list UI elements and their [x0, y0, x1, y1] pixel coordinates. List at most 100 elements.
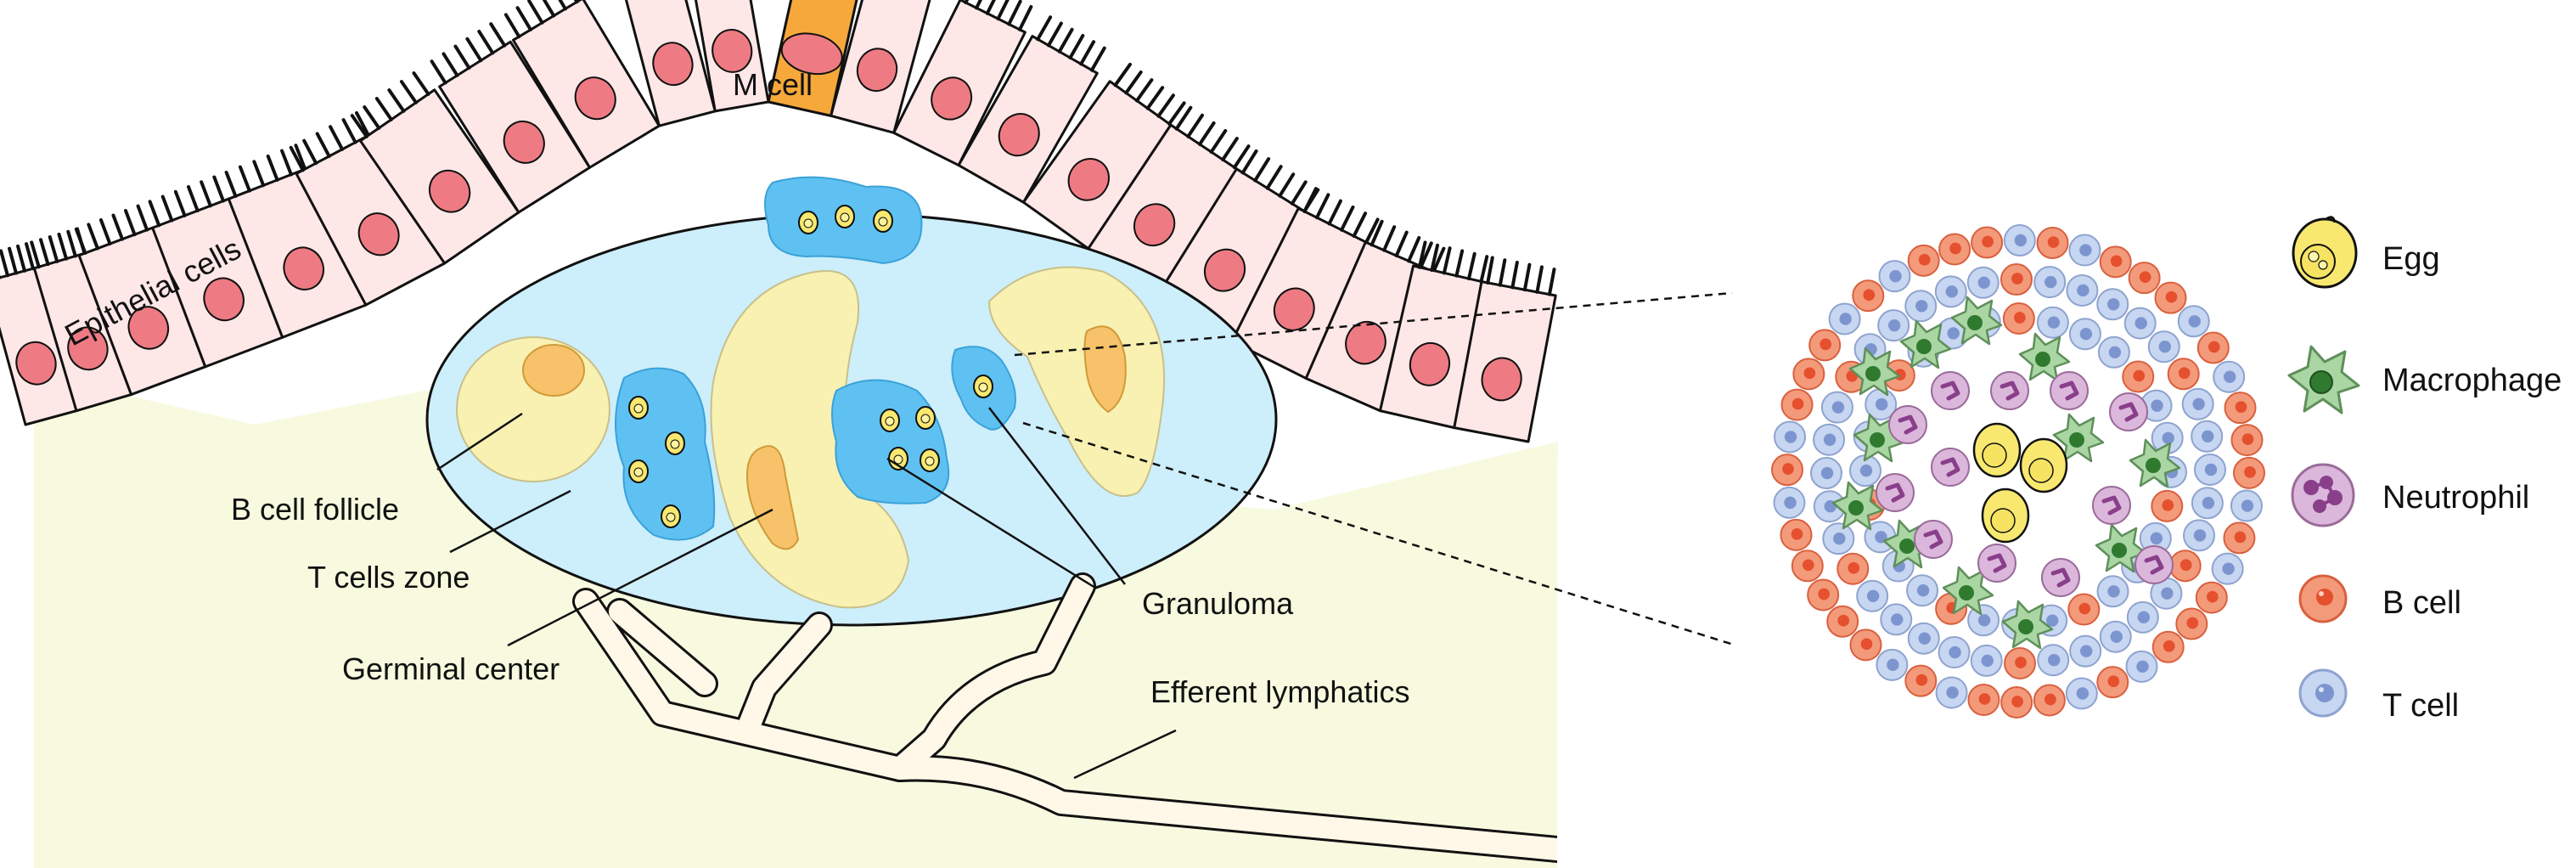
t-cell [2230, 489, 2263, 522]
b-cell [1792, 358, 1825, 391]
germinal-center-right [1083, 325, 1127, 414]
b-cell [2000, 685, 2033, 719]
t-cell [1966, 266, 1999, 299]
legend-label-macrophage: Macrophage [2382, 363, 2562, 398]
epithelial-cell [289, 110, 447, 307]
egg [1972, 422, 2022, 478]
neutrophil [2041, 558, 2080, 597]
t-cell [1970, 644, 2003, 677]
macrophage [1950, 296, 2003, 346]
t-cell [2140, 389, 2173, 422]
b-cell [2151, 489, 2184, 522]
b-cell [1999, 263, 2033, 296]
neutrophil [1977, 544, 2016, 583]
t-cell [2068, 318, 2101, 351]
b-cell [1967, 683, 2000, 716]
t-cell [2125, 650, 2158, 683]
egg [835, 205, 855, 228]
t-cell [2126, 600, 2159, 634]
neutrophil [2050, 371, 2089, 410]
label-granuloma: Granuloma [1142, 586, 1294, 621]
egg [1981, 488, 2030, 544]
epithelial-cell [624, 0, 717, 127]
t-cell [2123, 307, 2157, 340]
t-cell [2150, 577, 2183, 610]
macrophage [2129, 438, 2181, 488]
zoom-indicator-lines [1014, 291, 1737, 647]
b-cell [1780, 388, 1814, 421]
t-cell [2181, 387, 2214, 420]
t-cell [2036, 306, 2069, 339]
b-cell [2232, 456, 2265, 489]
egg [628, 396, 649, 420]
neutrophil [1876, 473, 1915, 512]
b-cell [1791, 550, 1824, 583]
legend-label-b-cell: B cell [2382, 585, 2461, 621]
t-cell [1904, 290, 1938, 323]
t-cell [1876, 648, 1909, 681]
b-cell [1807, 578, 1840, 612]
t-cell-icon [2298, 668, 2348, 718]
t-cell [1865, 388, 1898, 421]
b-cell [1938, 233, 1971, 266]
b-cell [2175, 607, 2208, 640]
b-cell [2004, 646, 2037, 679]
t-cell [1877, 309, 1910, 342]
t-cell [2191, 487, 2224, 520]
t-cell [2096, 575, 2129, 608]
b-cell [2122, 360, 2155, 393]
b-cell-follicle-right [987, 266, 1166, 497]
neutrophil [1914, 520, 1953, 559]
t-cell [2068, 234, 2101, 267]
b-cell [2151, 630, 2185, 663]
t-cell [1938, 636, 1971, 669]
granuloma-zoom-view [1771, 224, 2265, 719]
neutrophil-icon [2291, 463, 2355, 527]
epithelial-cell [224, 144, 368, 339]
epithelial-layer [0, 0, 1557, 443]
t-cell [1880, 603, 1913, 636]
t-cell [2213, 360, 2246, 393]
t-cell [2066, 273, 2099, 307]
t-cell [1774, 420, 1807, 454]
b-cell [2154, 281, 2187, 314]
b-cell-icon [2298, 574, 2348, 623]
b-cell [2168, 550, 2202, 583]
macrophage-icon [2287, 345, 2360, 414]
neutrophil [1888, 405, 1927, 444]
neutrophil [1990, 371, 2029, 410]
epithelial-cell [350, 71, 520, 265]
t-cell [2211, 552, 2244, 585]
t-cell [2037, 644, 2070, 677]
b-cell [1826, 605, 1859, 638]
b-cell [2033, 684, 2066, 717]
b-cell [2167, 358, 2200, 391]
efferent-lymphatic-vessels [572, 572, 1571, 863]
b-cell [2036, 227, 2069, 260]
b-cell [1971, 226, 2004, 259]
b-cell [2230, 424, 2264, 457]
label-germinal-center: Germinal center [342, 651, 560, 686]
label-b-cell-follicle: B cell follicle [231, 492, 399, 527]
t-cell [2099, 620, 2132, 653]
macrophage [1899, 319, 1952, 369]
epithelial-cell [892, 0, 1033, 167]
m-cell [767, 0, 858, 117]
t-cell [1820, 391, 1853, 424]
neutrophil [1931, 448, 1970, 487]
legend: Egg Macrophage Neutrophil B cell T cell [2287, 216, 2562, 724]
t-cell [2147, 330, 2180, 364]
epithelial-cell [74, 204, 207, 397]
t-cell [1813, 423, 1846, 456]
label-m-cell: M cell [733, 67, 813, 102]
t-cell [1856, 579, 1889, 612]
legend-label-neutrophil: Neutrophil [2382, 480, 2529, 516]
epithelial-cell [1304, 219, 1446, 413]
b-cell [1904, 664, 1938, 697]
epithelial-cell [30, 227, 133, 413]
t-cell [1822, 522, 1855, 555]
macrophage [1848, 347, 1901, 397]
egg [873, 209, 893, 233]
macrophage [1831, 481, 1884, 531]
b-cell [1852, 279, 1885, 313]
